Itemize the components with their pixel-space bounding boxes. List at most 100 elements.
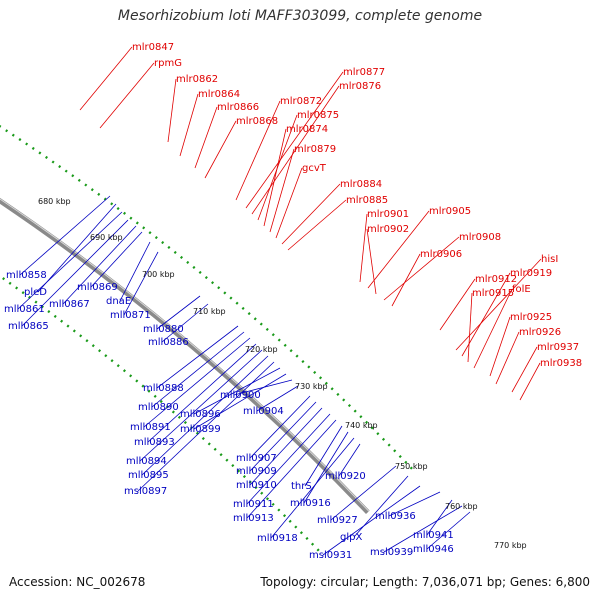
gene-leader-line	[156, 325, 239, 389]
gene-label[interactable]: folE	[512, 284, 531, 295]
gene-label[interactable]: mll0899	[180, 424, 221, 435]
gene-label[interactable]: mll0893	[134, 437, 175, 448]
gene-label[interactable]: mlr0872	[280, 96, 322, 107]
gene-label[interactable]: mlr0937	[537, 342, 579, 353]
gene-label[interactable]: msl0939	[370, 547, 413, 558]
gene-leader-line	[467, 292, 473, 363]
gene-label[interactable]: mlr0919	[510, 268, 552, 279]
topology-label: Topology: circular; Length: 7,036,071 bp…	[260, 575, 590, 589]
gene-label[interactable]: mll0918	[257, 533, 298, 544]
gene-label[interactable]: mlr0868	[236, 116, 278, 127]
gene-leader-line	[123, 251, 159, 316]
gene-label[interactable]: mll0869	[77, 282, 118, 293]
gene-leader-line	[322, 485, 421, 556]
gene-label[interactable]: mll0907	[236, 453, 277, 464]
gene-label[interactable]: mll0936	[375, 511, 416, 522]
scale-label: 710 kbp	[193, 307, 226, 316]
gene-leader-line	[287, 199, 347, 251]
gene-leader-line	[383, 236, 460, 301]
gene-leader-line	[193, 367, 281, 415]
gene-leader-line	[151, 331, 245, 408]
gene-label[interactable]: mll0911	[233, 499, 274, 510]
gene-label[interactable]: mlr0877	[343, 67, 385, 78]
scale-label: 740 kbp	[345, 421, 378, 430]
gene-label[interactable]: msl0897	[124, 486, 167, 497]
gene-label[interactable]: mlr0908	[459, 232, 501, 243]
scale-label: 760 kbp	[445, 502, 478, 511]
gene-label[interactable]: mll0941	[413, 530, 454, 541]
gene-label[interactable]: mll0858	[6, 270, 47, 281]
gene-label[interactable]: mlr0938	[540, 358, 582, 369]
gene-leader-line	[245, 71, 344, 209]
gene-leader-line	[426, 499, 453, 536]
gene-leader-line	[426, 511, 471, 550]
gene-label[interactable]: mll0891	[130, 422, 171, 433]
gene-leader-line	[251, 85, 340, 215]
gene-label[interactable]: mlr0876	[339, 81, 381, 92]
gene-label[interactable]: dnaE	[106, 296, 131, 307]
gene-label[interactable]: msl0931	[309, 550, 352, 561]
gene-label[interactable]: mll0946	[413, 544, 454, 555]
gene-label[interactable]: mll0888	[143, 383, 184, 394]
gene-label[interactable]: mll0904	[243, 406, 284, 417]
gene-label[interactable]: mll0910	[236, 480, 277, 491]
gene-label[interactable]: mlr0901	[367, 209, 409, 220]
gene-label[interactable]: thrS	[291, 481, 312, 492]
gene-leader-line	[281, 183, 341, 245]
gene-leader-line	[391, 253, 421, 307]
genome-backbone	[0, 197, 370, 515]
gene-leader-line	[235, 100, 281, 201]
gene-label[interactable]: mlr0915	[472, 288, 514, 299]
gene-label[interactable]: hisI	[541, 254, 558, 265]
gene-label[interactable]: mll0865	[8, 321, 49, 332]
gene-label[interactable]: mlr0874	[286, 124, 328, 135]
gene-leader-line	[455, 258, 542, 351]
gene-label[interactable]: mlr0925	[510, 312, 552, 323]
gene-label[interactable]: mll0880	[143, 324, 184, 335]
gene-label[interactable]: mlr0906	[420, 249, 462, 260]
gene-leader-line	[256, 385, 299, 412]
gene-leader-line	[246, 419, 337, 519]
gene-leader-line	[489, 316, 511, 377]
gene-label[interactable]: mll0920	[325, 471, 366, 482]
gene-label[interactable]: mll0896	[180, 409, 221, 420]
gene-label[interactable]: mlr0864	[198, 89, 240, 100]
gene-label[interactable]: mll0894	[126, 456, 167, 467]
gene-label[interactable]: mll0909	[236, 466, 277, 477]
gene-label[interactable]: mll0871	[110, 310, 151, 321]
gene-label[interactable]: pleD	[24, 287, 47, 298]
gene-label[interactable]: mlr0912	[475, 274, 517, 285]
gene-label[interactable]: mlr0862	[176, 74, 218, 85]
gene-label[interactable]: glpX	[340, 532, 362, 543]
gene-label[interactable]: mlr0902	[367, 224, 409, 235]
gene-label[interactable]: mll0916	[290, 498, 331, 509]
gene-leader-line	[246, 413, 331, 505]
gene-label[interactable]: mlr0884	[340, 179, 382, 190]
gene-leader-line	[143, 337, 251, 428]
gene-leader-line	[269, 148, 295, 233]
gene-label[interactable]: mll0867	[49, 299, 90, 310]
gene-label[interactable]: mll0890	[138, 402, 179, 413]
gene-label[interactable]: mlr0905	[429, 206, 471, 217]
gene-label[interactable]: mll0913	[233, 513, 274, 524]
gene-leader-line	[233, 379, 293, 396]
gene-label[interactable]: mll0886	[148, 337, 189, 348]
gene-label[interactable]: mll0861	[4, 304, 45, 315]
gene-leader-line	[139, 349, 263, 462]
gene-label[interactable]: mlr0875	[297, 110, 339, 121]
gene-label[interactable]: mll0927	[317, 515, 358, 526]
gene-label[interactable]: mll0900	[220, 390, 261, 401]
gene-label[interactable]: rpmG	[154, 58, 182, 69]
gene-label[interactable]: mlr0926	[519, 327, 561, 338]
gene-label[interactable]: mlr0879	[294, 144, 336, 155]
gene-leader-line	[99, 62, 155, 129]
gene-label[interactable]: mll0895	[128, 470, 169, 481]
gene-leader-line	[303, 431, 349, 504]
gene-label[interactable]: mlr0866	[217, 102, 259, 113]
gene-label[interactable]: mlr0847	[132, 42, 174, 53]
gene-leader-line	[366, 228, 377, 295]
gene-label[interactable]: gcvT	[302, 163, 327, 174]
gene-leader-line	[275, 167, 303, 239]
gene-label[interactable]: mlr0885	[346, 195, 388, 206]
gene-leader-line	[304, 425, 343, 487]
